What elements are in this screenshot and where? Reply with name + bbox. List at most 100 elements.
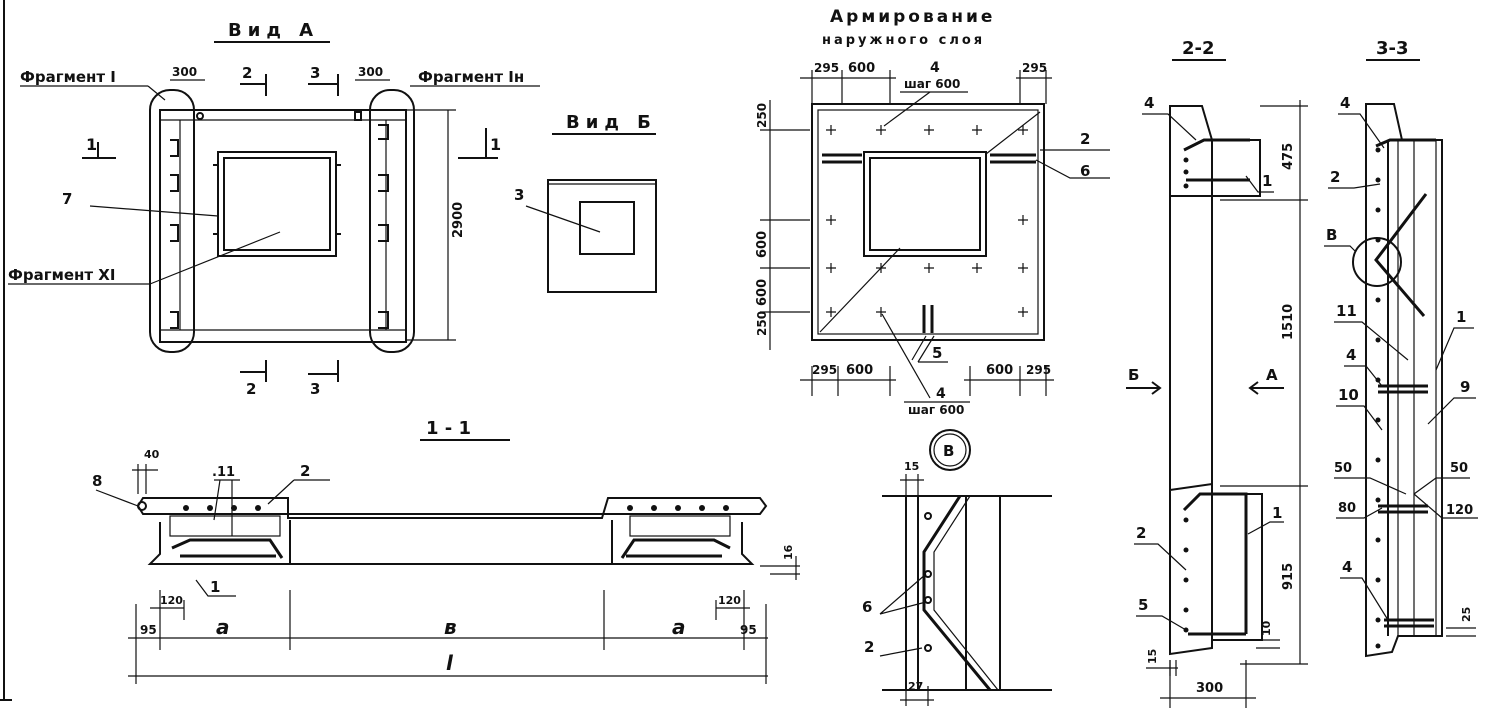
cut-1-right-mark	[458, 128, 498, 159]
view-b-label-3-leader	[525, 205, 601, 233]
dim-295-bl: 295	[812, 363, 837, 377]
reinforcement-panel	[811, 103, 1045, 341]
s33-label-11: 11	[1336, 302, 1357, 320]
step-top: шаг 600	[904, 77, 960, 91]
dim-120-left: 120	[160, 594, 183, 607]
detail-v-rebar-4	[924, 644, 932, 652]
window-opening-inner	[223, 157, 331, 251]
fragment-xi-leader	[149, 231, 281, 285]
bars-6-left	[822, 153, 862, 164]
detail-v-frame	[882, 495, 1052, 691]
step-bottom: шаг 600	[908, 403, 964, 417]
s22-bottom-block	[1169, 482, 1213, 656]
left-reinforcement-cage	[171, 538, 284, 559]
fragment-xi-label: Фрагмент XI	[8, 266, 115, 284]
dim-95-left: 95	[140, 623, 157, 637]
s22-vertical-dims	[1220, 100, 1308, 665]
label-4-bottom-leader	[881, 313, 931, 399]
s22-label-4: 4	[1144, 94, 1154, 112]
cut-3-bottom: 3	[310, 380, 320, 398]
dim-2900-extensions	[406, 109, 456, 341]
reinforcement-label-2: 2	[1080, 130, 1090, 148]
s22-label-4-leader	[1142, 113, 1197, 141]
section-3-3-title: 3-3	[1376, 38, 1409, 59]
fragment-i-label: Фрагмент I	[20, 68, 116, 86]
s33-rebars	[1375, 147, 1381, 649]
s33-dim-50-right: 50	[1450, 461, 1468, 476]
view-b: Вид Б 3	[514, 112, 657, 293]
label-4-top: 4	[930, 60, 940, 76]
mounting-loop-left	[196, 112, 204, 120]
detail-v-rebar-1	[924, 512, 932, 520]
right-rib-section	[611, 520, 755, 565]
s22-label-2: 2	[1136, 524, 1146, 542]
view-a-title: Вид А	[228, 20, 319, 41]
s22-label-5-leader	[1136, 615, 1187, 631]
label-11-leader	[213, 479, 240, 536]
section-1-1: 1 - 1 8 40 .11 2 1 16 120 120 95 95	[92, 418, 800, 684]
s22-label-1-bottom-leader	[1247, 521, 1284, 535]
detail-v-title: В	[943, 442, 954, 460]
cut-2-top-mark	[240, 74, 267, 96]
section-1-1-title: 1 - 1	[426, 418, 471, 439]
reinforcement-bottom-dims	[800, 366, 1054, 396]
detail-v-dim-15-line	[900, 474, 924, 500]
dim-600-v1: 600	[755, 231, 770, 258]
dim-40: 40	[144, 448, 160, 461]
detail-v-circle-outer	[929, 429, 971, 471]
detail-v-label-2: 2	[864, 638, 874, 656]
s33-dim-80: 80	[1338, 501, 1356, 516]
bars-5	[922, 305, 934, 333]
mesh-crosses	[826, 125, 1028, 317]
view-b-opening	[579, 201, 635, 255]
s33-label-4-top-leader	[1338, 113, 1385, 149]
s22-dim-10: 10	[1260, 620, 1273, 636]
detail-v: В 15 6 2 27	[862, 429, 1052, 706]
label-4-bottom: 4	[936, 386, 946, 402]
label-2-leader-section	[267, 479, 330, 505]
cut-3-top: 3	[310, 64, 320, 82]
dim-a-right: a	[672, 615, 686, 639]
dim-16: 16	[782, 544, 795, 560]
window-opening-outer	[217, 151, 337, 257]
diag-bar-top-right	[985, 111, 1041, 155]
s33-top-bar	[1375, 138, 1436, 148]
s22-arrow-b-mark	[1126, 381, 1162, 395]
reinforcement-view: Армирование наружного слоя 295 600 295 4…	[755, 7, 1110, 417]
dim-a-left: a	[216, 615, 230, 639]
s33-dim-80-leader	[1336, 507, 1383, 519]
diag-bar-bottom-left	[819, 247, 901, 333]
detail-v-rebar-2	[924, 570, 932, 578]
right-reinforcement-cage	[620, 538, 731, 559]
s22-dim-15: 15	[1146, 649, 1159, 664]
cut-3-bottom-mark	[308, 360, 339, 382]
dim-300-right: 300	[358, 65, 383, 79]
s22-dim-1510: 1510	[1281, 304, 1296, 340]
detail-v-bent-bar-inner	[933, 495, 999, 691]
dim-b: в	[444, 615, 457, 639]
bars-6-right	[990, 153, 1036, 164]
s22-label-1-top: 1	[1262, 172, 1272, 190]
view-a-panel-outline	[159, 109, 407, 343]
s22-arrow-a-mark	[1248, 381, 1284, 395]
reinforcement-left-dims	[760, 100, 810, 350]
s33-dim-25: 25	[1460, 607, 1473, 622]
s33-transverse-bars	[1378, 384, 1434, 628]
s22-label-2-leader	[1134, 543, 1187, 571]
label-8-leader	[95, 489, 139, 507]
top-slab	[136, 497, 768, 519]
s33-label-9: 9	[1460, 378, 1470, 396]
dim-l: l	[446, 651, 454, 675]
s33-detail-v-callout	[1352, 237, 1402, 287]
cut-1-left-mark	[82, 142, 116, 159]
slab-rebars	[183, 505, 729, 511]
label-7: 7	[62, 190, 72, 208]
s33-dim-50-leaders	[1334, 477, 1470, 495]
left-rib-loops	[170, 139, 179, 329]
s22-label-5: 5	[1138, 596, 1148, 614]
s33-label-v-leader	[1324, 245, 1357, 253]
s33-dim-120-leader	[1413, 493, 1478, 519]
reinforcement-mesh	[817, 109, 1039, 335]
s33-label-4-bottom: 4	[1342, 558, 1352, 576]
dim-250-top: 250	[755, 103, 769, 128]
